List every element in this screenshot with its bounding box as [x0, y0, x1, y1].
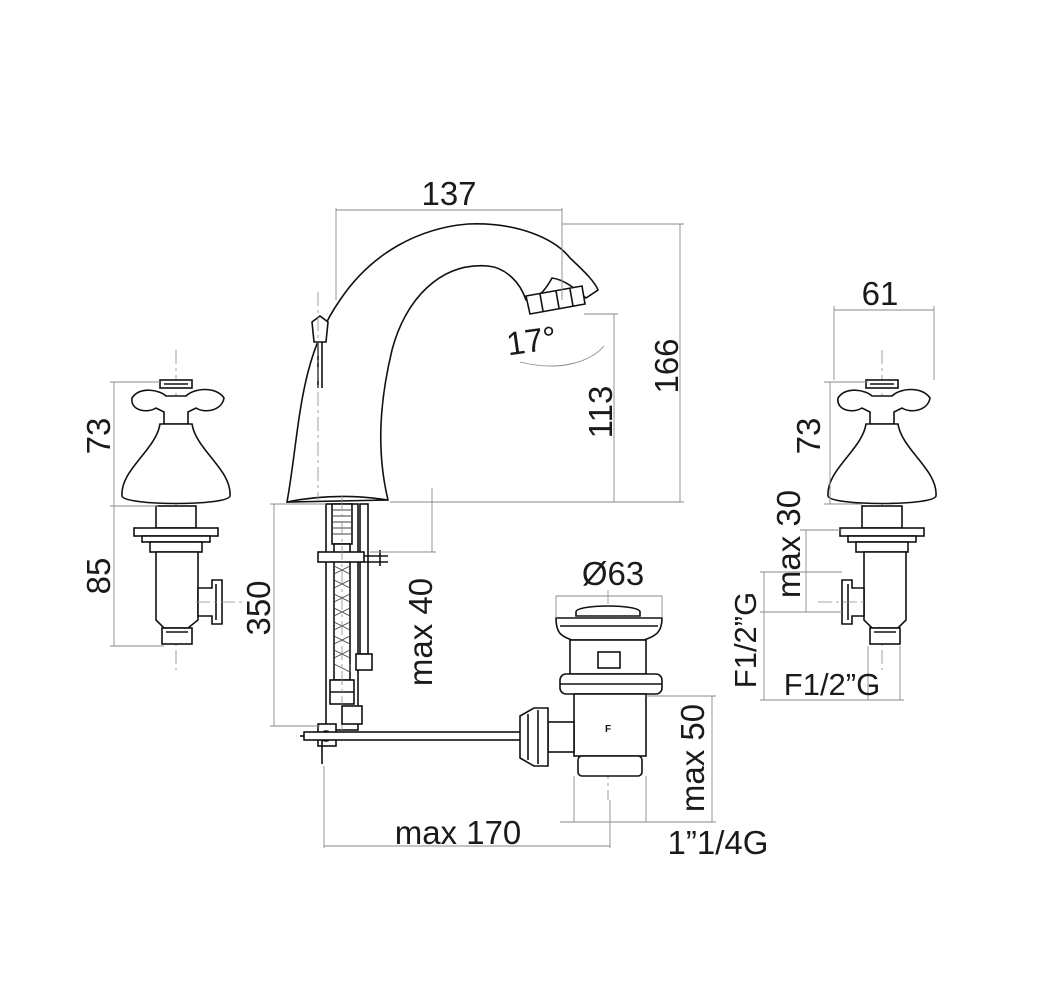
spout-reach-label: 137 — [421, 175, 476, 212]
deck-max-label: max 40 — [402, 578, 439, 686]
pop-up-waste — [519, 590, 663, 800]
deck-dimension-lines — [270, 488, 716, 848]
spout — [286, 223, 605, 503]
spout-total-height-label: 166 — [648, 338, 685, 393]
inlet-thread-vertical-label: F1/2”G — [728, 592, 763, 688]
supply-hose-assembly — [317, 496, 388, 747]
spout-dimension-lines — [317, 208, 684, 503]
waste-max-label: max 50 — [674, 704, 711, 812]
left-valve-dimension-lines — [110, 381, 164, 647]
left-valve-height-label: 85 — [80, 558, 117, 595]
spout-angle-label: 17° — [504, 319, 559, 363]
right-handle-height-label: 73 — [790, 418, 827, 455]
spout-outlet-height-label: 113 — [582, 386, 619, 439]
waste-marking: F — [605, 724, 611, 735]
pop-up-rod — [300, 731, 535, 764]
right-valve-max-label: max 30 — [770, 490, 807, 598]
hose-length-label: 350 — [240, 580, 277, 635]
rod-max-label: max 170 — [395, 814, 522, 851]
handle-width-label: 61 — [862, 275, 899, 312]
right-valve-dimension-lines — [760, 306, 935, 701]
left-handle-height-label: 73 — [80, 418, 117, 455]
waste-thread-label: 1”1/4G — [668, 824, 769, 861]
waste-diameter-label: Ø63 — [582, 555, 644, 592]
inlet-thread-horizontal-label: F1/2”G — [784, 667, 880, 702]
left-cross-handle-valve — [121, 350, 244, 670]
right-cross-handle-valve — [818, 350, 937, 670]
